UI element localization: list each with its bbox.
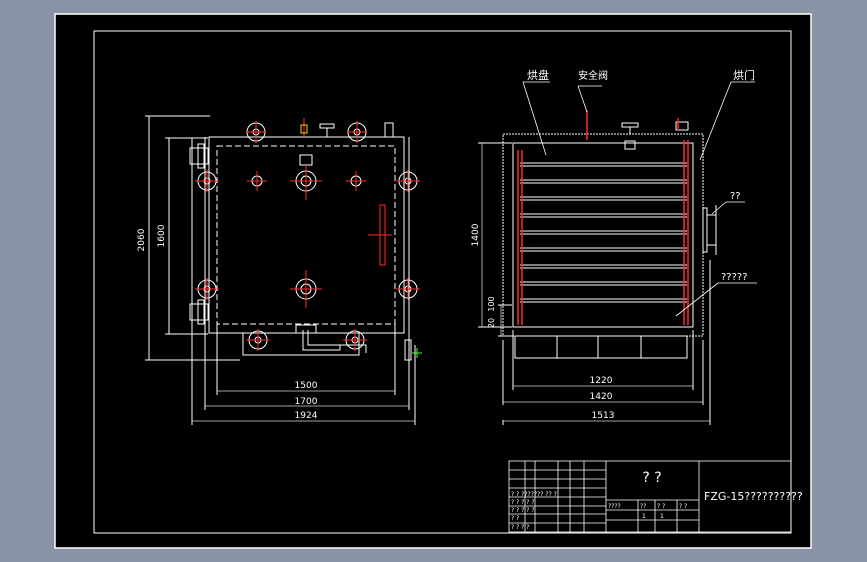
handwheel-icon — [343, 329, 367, 351]
handwheel-icon — [396, 170, 420, 192]
dim-1924: 1924 — [295, 411, 318, 421]
label-side-q2: ????? — [721, 272, 748, 283]
handwheel-icon — [246, 121, 266, 143]
title-block-row5: ? ? ? ? — [511, 524, 529, 531]
dim-100: 100 — [487, 296, 496, 311]
handwheel-icon — [396, 278, 420, 300]
dim-1700: 1700 — [295, 397, 318, 407]
title-block-row4: ? ? — [511, 515, 519, 522]
handwheel-icon — [195, 278, 219, 300]
dim-2060: 2060 — [137, 228, 147, 251]
handwheel-icon — [195, 170, 219, 192]
drawing-border — [93, 30, 792, 534]
handwheel-icon — [347, 121, 367, 143]
title-block — [508, 460, 792, 533]
title-block-row1: ? ? ??????? ?? ? — [511, 491, 557, 498]
title-block-drawing-name: FZG-15?????????? — [704, 490, 803, 503]
section-view — [478, 121, 717, 425]
handwheel-icon — [246, 329, 270, 351]
dim-1220: 1220 — [590, 376, 613, 386]
front-view — [145, 115, 416, 425]
title-block-mid6: 1 — [660, 513, 664, 520]
section-inner — [512, 142, 694, 328]
label-safety-valve: 安全阀 — [578, 69, 608, 82]
title-block-row3: ? ? ? ? ? — [511, 507, 535, 514]
label-heater: 烘盘 — [527, 68, 549, 82]
title-block-mid2: ?? — [640, 503, 646, 510]
dim-1500: 1500 — [295, 381, 318, 391]
dim-1600: 1600 — [157, 224, 167, 247]
dim-20: 20 — [487, 318, 496, 328]
dim-1420: 1420 — [590, 392, 613, 402]
label-side-q1: ?? — [730, 191, 741, 202]
drawing-sheet — [54, 13, 812, 549]
title-block-mid1: ???? — [608, 503, 621, 510]
title-block-mid3: ? ? — [657, 503, 665, 510]
title-block-row2: ? ? ? ? ? — [511, 499, 535, 506]
steam-pipe — [302, 330, 367, 353]
title-block-heading: ? ? — [642, 470, 661, 486]
handwheels — [195, 121, 420, 351]
title-block-mid5: 1 — [642, 513, 646, 520]
title-block-mid4: ? ? — [679, 503, 687, 510]
label-door: 烘门 — [733, 68, 755, 82]
chamber-inner — [216, 145, 396, 325]
ports — [247, 165, 366, 308]
dim-1400: 1400 — [471, 223, 481, 246]
dim-1513: 1513 — [592, 411, 615, 421]
